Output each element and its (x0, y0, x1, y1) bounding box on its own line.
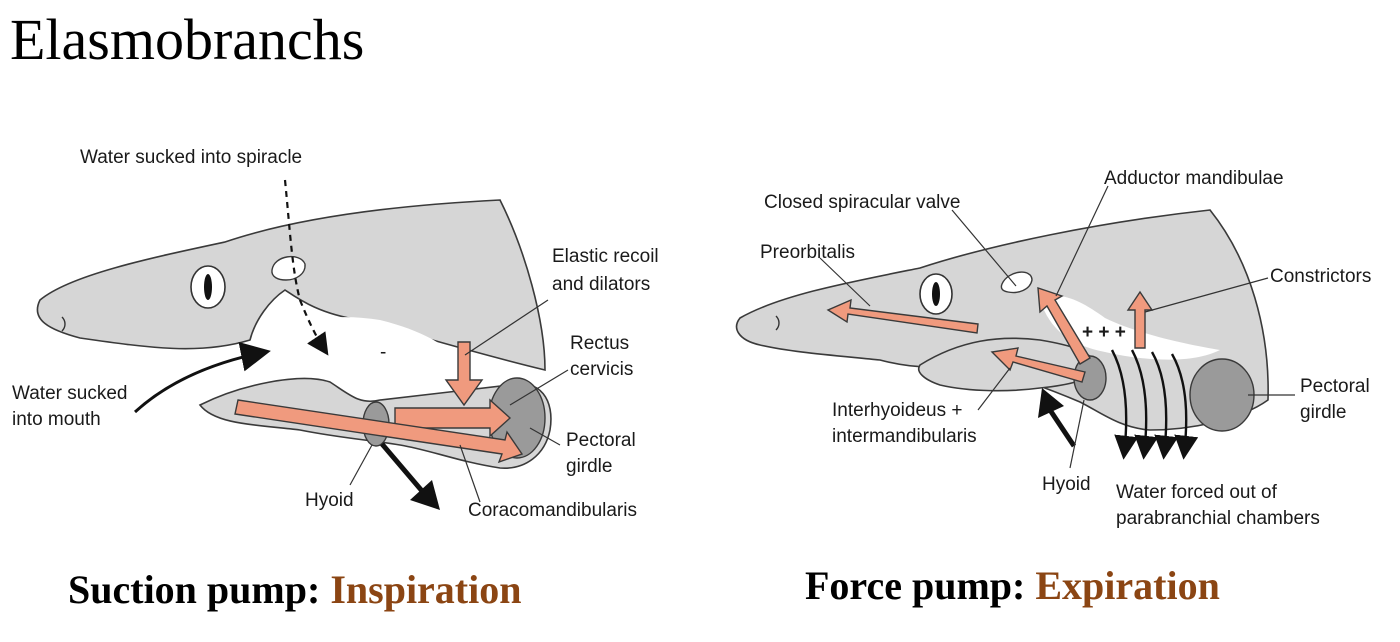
adductor-arrow (1037, 287, 1091, 365)
label-parabranchial: parabranchial chambers (1116, 508, 1320, 529)
spiracle-flow-arrow (283, 179, 329, 356)
page-title: Elasmobranchs (10, 7, 365, 72)
label-intermandibularis: intermandibularis (832, 426, 977, 447)
mouth-flow-arrow (133, 342, 271, 414)
nostril (775, 315, 780, 331)
pressure-sign: - (380, 342, 386, 363)
coracomandibularis-arrow (234, 399, 524, 464)
right-caption: Force pump: Expiration (805, 562, 1220, 609)
label-closed-valve: Closed spiracular valve (764, 192, 960, 213)
label-elastic-recoil: Elastic recoil (552, 246, 659, 267)
shark-head (735, 209, 1269, 431)
branchial-cavity (1040, 296, 1220, 360)
label-cervicis: cervicis (570, 359, 633, 380)
left-caption-phase: Inspiration (330, 567, 522, 612)
label-constrictors: Constrictors (1270, 266, 1371, 287)
label-pectoral: Pectoral (1300, 376, 1370, 397)
buccal-cavity (240, 317, 460, 383)
label-hyoid: Hyoid (305, 490, 354, 511)
label-preorbitalis: Preorbitalis (760, 242, 855, 263)
pupil (204, 274, 212, 300)
label-dilators: and dilators (552, 274, 650, 295)
interhyoideus-arrow (990, 347, 1086, 383)
label-girdle: girdle (1300, 402, 1346, 423)
force-pump-diagram: + + + Adductor mandibulae Closed spiracu… (735, 168, 1371, 529)
left-caption-prefix: Suction pump: (68, 567, 321, 612)
left-caption: Suction pump: Inspiration (68, 566, 521, 613)
label-coracomandibularis: Coracomandibularis (468, 500, 637, 521)
hyoid-motion-arrowhead (410, 480, 440, 510)
spiracle (271, 255, 306, 281)
pressure-sign: + + + (1082, 322, 1126, 343)
nostril (61, 316, 66, 332)
right-caption-phase: Expiration (1035, 563, 1220, 608)
right-caption-prefix: Force pump: (805, 563, 1026, 608)
label-water-spiracle: Water sucked into spiracle (80, 147, 302, 168)
elastic-recoil-arrow (444, 341, 484, 407)
pupil (932, 282, 940, 306)
water-out-arrow-3 (1150, 351, 1179, 460)
water-out-arrow-2 (1130, 349, 1159, 460)
hyoid-motion-arrowhead (1038, 388, 1064, 418)
preorbitalis-arrow (826, 298, 979, 334)
label-rectus: Rectus (570, 333, 629, 354)
label-water-mouth: Water sucked (12, 383, 127, 404)
water-out-arrow-1 (1110, 349, 1139, 460)
label-into-mouth: into mouth (12, 409, 101, 430)
pectoral-girdle (1189, 358, 1255, 432)
constrictors-arrow (1126, 290, 1154, 349)
hyoid-motion-arrow (380, 442, 430, 500)
label-interhyoideus: Interhyoideus + (832, 400, 962, 421)
label-girdle: girdle (566, 456, 612, 477)
label-hyoid: Hyoid (1042, 474, 1091, 495)
label-water-out: Water forced out of (1116, 482, 1278, 503)
label-adductor: Adductor mandibulae (1104, 168, 1284, 189)
hyoid-motion-arrow (1047, 408, 1077, 448)
water-out-arrow-4 (1170, 353, 1199, 460)
label-pectoral: Pectoral (566, 430, 636, 451)
suction-pump-diagram: - Water sucked into spiracle Elastic rec… (12, 147, 659, 521)
